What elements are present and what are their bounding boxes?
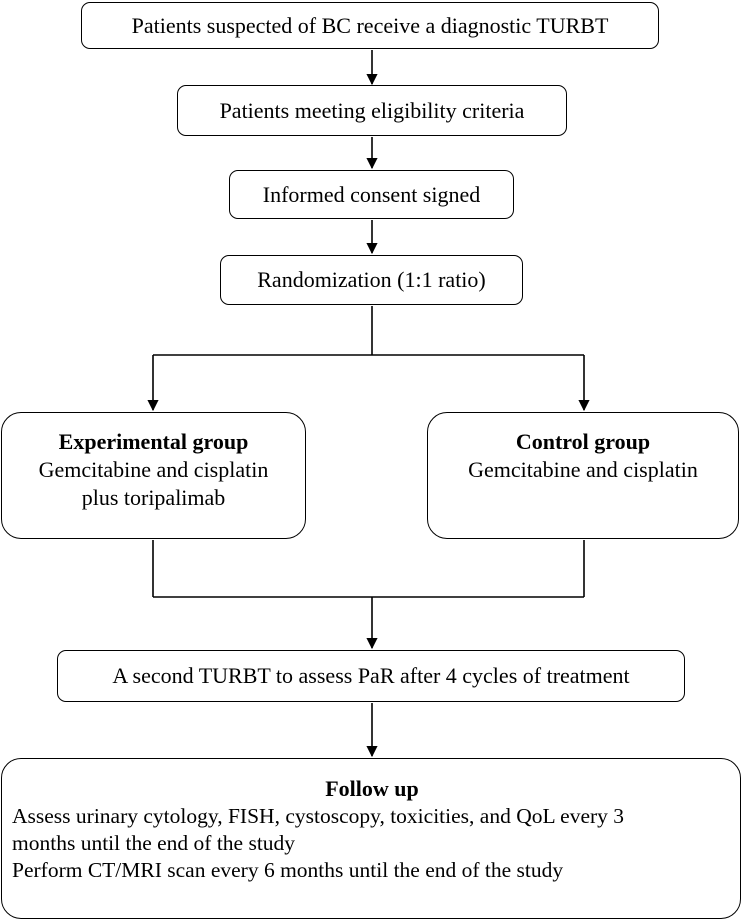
step-consent: Informed consent signed	[229, 170, 514, 219]
step-diagnostic-turbt: Patients suspected of BC receive a diagn…	[81, 2, 659, 49]
control-group-box: Control group Gemcitabine and cisplatin	[427, 412, 739, 539]
step-eligibility: Patients meeting eligibility criteria	[177, 85, 567, 136]
step-randomization: Randomization (1:1 ratio)	[220, 255, 523, 305]
follow-up-title: Follow up	[325, 776, 419, 801]
follow-up-line2: months until the end of the study	[12, 831, 296, 855]
step-diagnostic-turbt-label: Patients suspected of BC receive a diagn…	[131, 12, 609, 38]
step-second-turbt-label: A second TURBT to assess PaR after 4 cyc…	[112, 663, 630, 688]
follow-up-line1: Assess urinary cytology, FISH, cystoscop…	[12, 804, 625, 828]
experimental-group-line2: plus toripalimab	[81, 485, 226, 510]
follow-up-line3: Perform CT/MRI scan every 6 months until…	[12, 858, 564, 882]
experimental-group-line1: Gemcitabine and cisplatin	[38, 457, 269, 482]
step-eligibility-label: Patients meeting eligibility criteria	[219, 97, 525, 123]
control-group-title: Control group	[515, 429, 651, 454]
step-randomization-label: Randomization (1:1 ratio)	[257, 267, 486, 292]
step-consent-label: Informed consent signed	[262, 181, 481, 207]
experimental-group-title: Experimental group	[58, 429, 249, 454]
follow-up-box: Follow up Assess urinary cytology, FISH,…	[1, 758, 741, 919]
control-group-line1: Gemcitabine and cisplatin	[468, 457, 698, 482]
step-second-turbt: A second TURBT to assess PaR after 4 cyc…	[57, 650, 685, 702]
experimental-group-box: Experimental group Gemcitabine and cispl…	[1, 412, 306, 539]
